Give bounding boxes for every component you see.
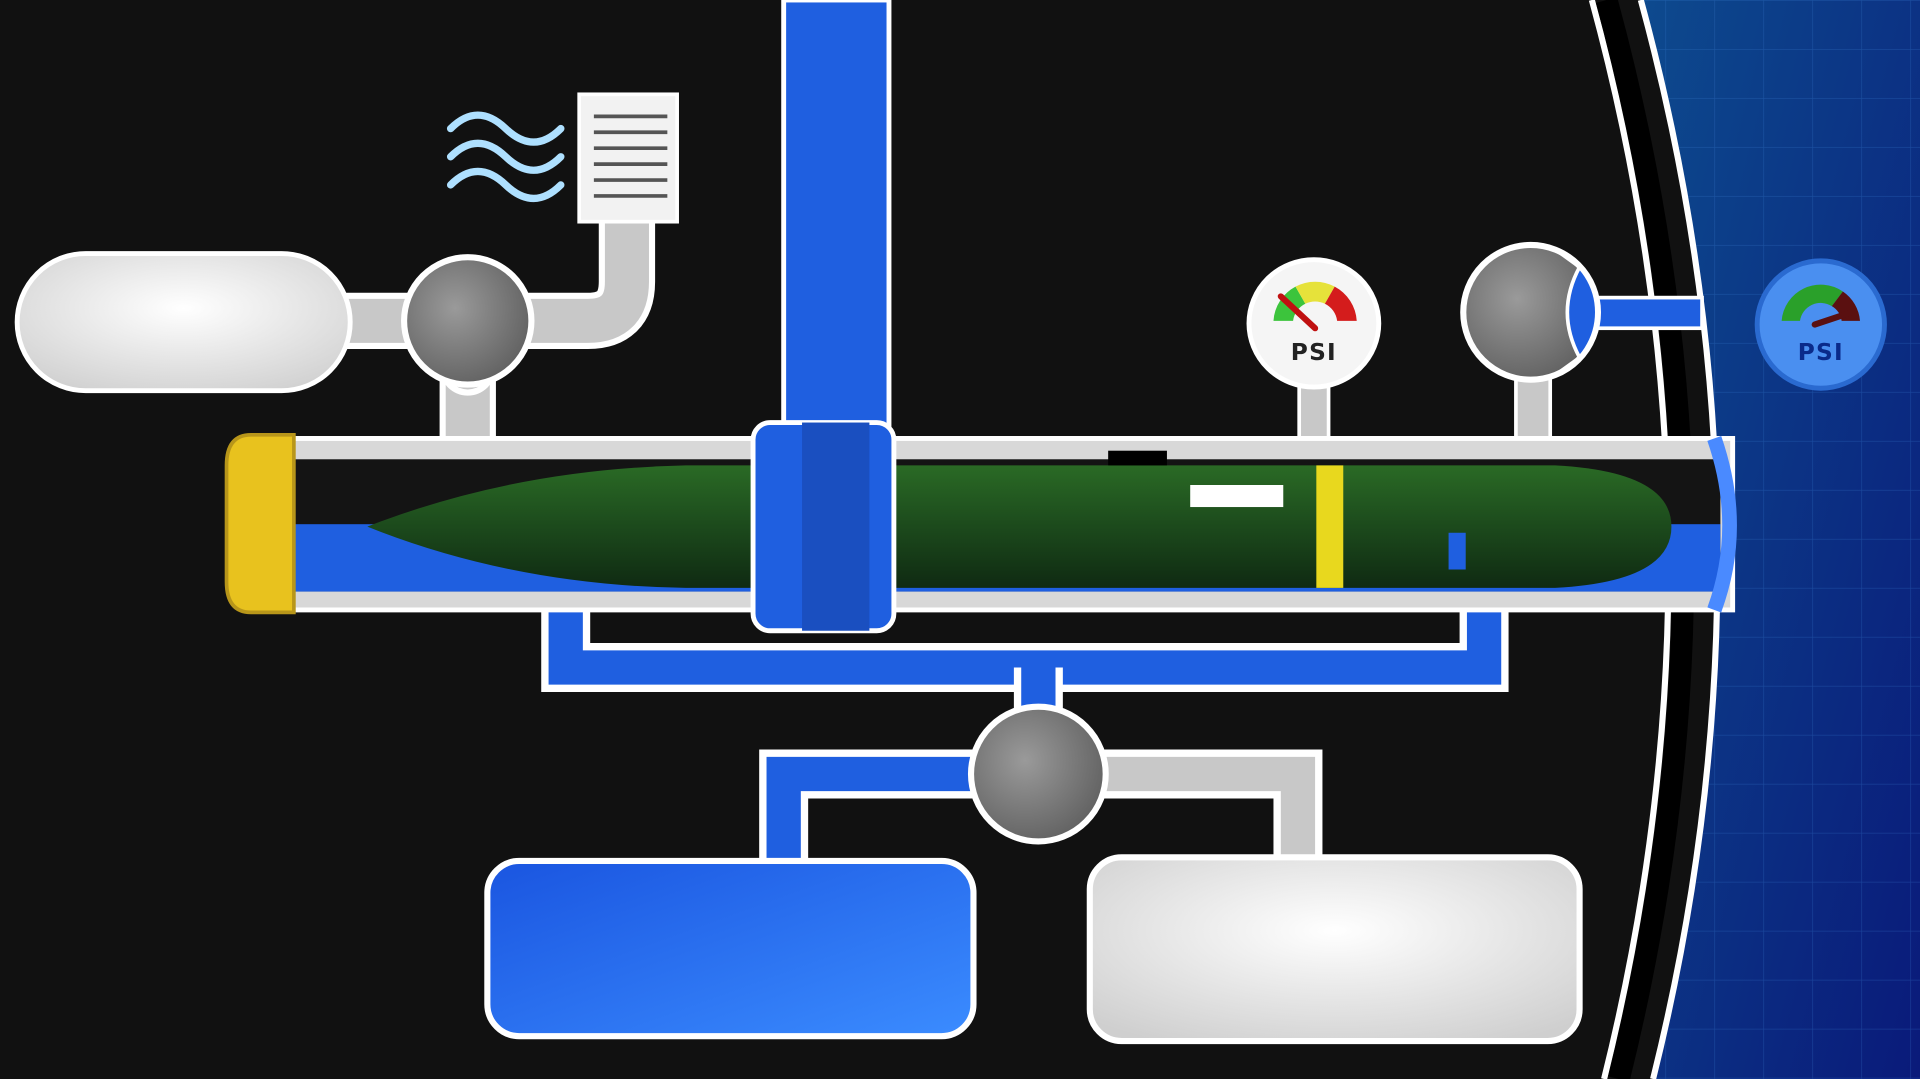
vent-icon <box>577 92 679 224</box>
guide-stud <box>1108 450 1167 466</box>
torpedo-band <box>1316 465 1344 588</box>
torpedo-tube <box>224 420 1737 634</box>
air-flask-tank <box>14 251 353 394</box>
pressure-gauge-sea: PSI <box>1754 258 1887 391</box>
empty-tank <box>1086 854 1583 1045</box>
pressure-gauge-tube: PSI <box>1246 257 1382 390</box>
water-tank <box>484 857 977 1040</box>
muzzle-door[interactable] <box>1707 436 1737 613</box>
water-inlet-pipe <box>781 0 892 444</box>
drain-valve[interactable] <box>967 703 1109 845</box>
gauge-label: PSI <box>1291 339 1337 366</box>
air-valve[interactable] <box>401 254 535 388</box>
torpedo-marking <box>1190 484 1284 508</box>
torpedo-fin <box>1448 532 1466 570</box>
sea-valve[interactable] <box>1460 241 1602 383</box>
sea-connection-pipe <box>1583 295 1704 331</box>
torpedo <box>367 465 1672 588</box>
air-waves-icon <box>446 111 565 202</box>
gauge-label: PSI <box>1798 339 1844 366</box>
drain-manifold <box>541 606 1509 864</box>
breech-door[interactable] <box>224 432 296 615</box>
